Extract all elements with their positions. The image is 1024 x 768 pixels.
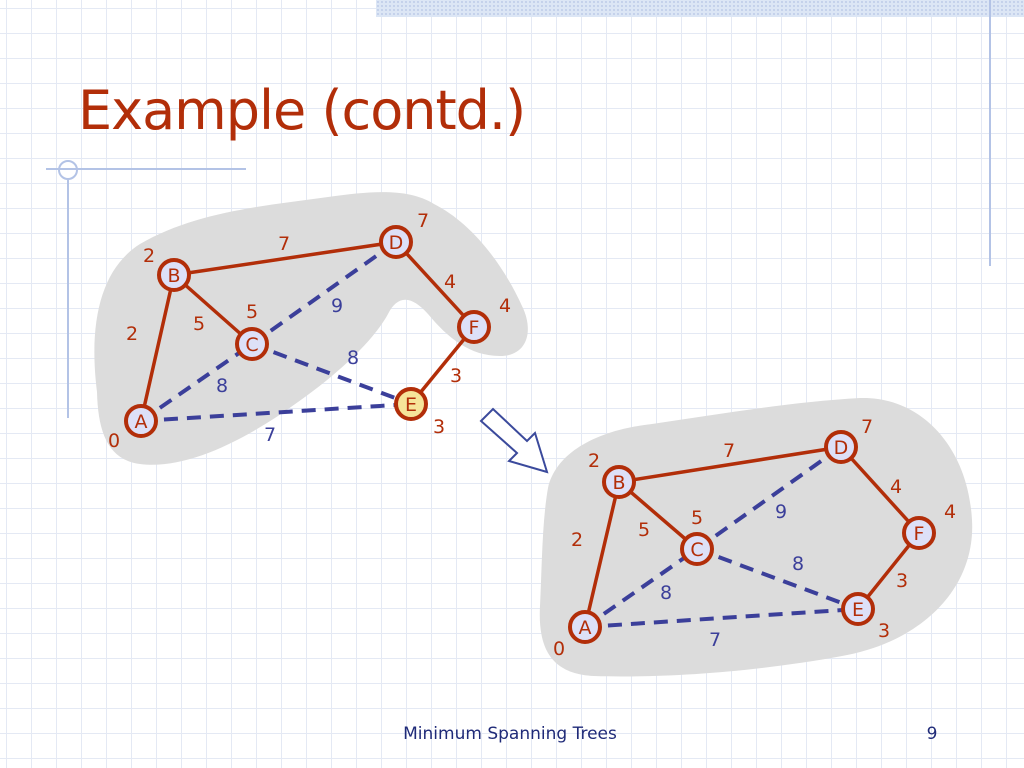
vertex-distance-after-a: 0 xyxy=(553,638,565,660)
vertex-circle xyxy=(680,532,714,566)
decorative-horizontal-line xyxy=(46,168,246,170)
vertex-before-a: A xyxy=(124,404,158,438)
edge-weight-after-f-e: 3 xyxy=(896,570,908,592)
vertex-label: E xyxy=(852,599,864,621)
vertex-circle xyxy=(457,310,491,344)
cloud-before xyxy=(94,192,528,465)
vertex-label: B xyxy=(167,265,180,287)
slide-title: Example (contd.) xyxy=(78,79,526,142)
graph-after: A B C D F E 2 5 7 4 3 9 8 8 7 0 2 5 7 4 3 xyxy=(553,416,956,660)
vertex-after-d: D xyxy=(824,430,858,464)
vertex-circle xyxy=(394,387,428,421)
edge-weight-before-a-e: 7 xyxy=(264,424,276,446)
edge-weight-after-d-f: 4 xyxy=(890,476,902,498)
vertex-distance-before-c: 5 xyxy=(246,301,258,323)
vertex-label: D xyxy=(389,232,404,254)
edge-after-d-f xyxy=(839,445,921,535)
edge-weight-after-a-b: 2 xyxy=(571,529,583,551)
vertex-label: B xyxy=(612,472,625,494)
edge-weight-before-f-e: 3 xyxy=(450,365,462,387)
edge-before-b-d xyxy=(173,240,397,277)
vertex-distance-after-f: 4 xyxy=(944,501,956,523)
edge-weight-after-b-d: 7 xyxy=(723,440,735,462)
vertex-circle xyxy=(157,258,191,292)
vertex-distance-after-b: 2 xyxy=(588,450,600,472)
decorative-vertical-line-right xyxy=(989,0,991,266)
footer-title: Minimum Spanning Trees xyxy=(403,724,617,744)
vertex-label: E xyxy=(405,394,417,416)
vertex-distance-before-f: 4 xyxy=(499,295,511,317)
edge-weight-after-a-e: 7 xyxy=(709,629,721,651)
edge-before-c-e xyxy=(251,342,412,406)
vertex-circle xyxy=(124,404,158,438)
edge-weight-before-a-b: 2 xyxy=(126,323,138,345)
edge-after-b-c xyxy=(617,480,699,551)
edge-after-a-b xyxy=(583,481,621,628)
page-number: 9 xyxy=(926,724,938,744)
decorative-vertical-line-left xyxy=(67,180,69,418)
vertex-distance-before-e: 3 xyxy=(433,416,445,438)
vertex-distance-after-d: 7 xyxy=(861,416,873,438)
graph-before: A B C D F E 2 5 7 4 3 9 8 8 7 0 2 5 7 4 3 xyxy=(108,210,511,452)
top-decorative-band xyxy=(376,0,1024,17)
vertex-circle xyxy=(568,610,602,644)
vertex-after-f: F xyxy=(902,516,936,550)
edge-weight-after-a-c: 8 xyxy=(660,582,672,604)
vertex-distance-after-e: 3 xyxy=(878,620,890,642)
vertex-circle xyxy=(841,592,875,626)
edge-before-b-c xyxy=(172,273,254,346)
edge-weight-before-b-d: 7 xyxy=(278,233,290,255)
edge-after-c-d xyxy=(695,445,843,551)
vertex-label: F xyxy=(469,317,480,339)
edge-weight-before-b-c: 5 xyxy=(193,313,205,335)
vertex-after-a: A xyxy=(568,610,602,644)
vertex-circle xyxy=(602,465,636,499)
vertex-after-b: B xyxy=(602,465,636,499)
vertex-label: D xyxy=(834,437,849,459)
vertex-distance-before-a: 0 xyxy=(108,430,120,452)
vertex-distance-before-d: 7 xyxy=(417,210,429,232)
vertex-circle xyxy=(824,430,858,464)
vertex-distance-before-b: 2 xyxy=(143,245,155,267)
edge-weight-before-c-e: 8 xyxy=(347,347,359,369)
edge-weight-before-c-d: 9 xyxy=(331,295,343,317)
vertex-circle xyxy=(379,225,413,259)
decorative-circle xyxy=(58,160,78,180)
edge-weight-after-c-d: 9 xyxy=(775,501,787,523)
vertex-label: C xyxy=(245,334,258,356)
vertex-before-d: D xyxy=(379,225,413,259)
edge-weight-after-c-e: 8 xyxy=(792,553,804,575)
edge-after-c-e xyxy=(696,547,859,611)
vertex-circle xyxy=(902,516,936,550)
vertex-label: F xyxy=(914,523,925,545)
edge-before-a-b xyxy=(139,274,176,422)
vertex-before-c: C xyxy=(235,327,269,361)
vertex-distance-after-c: 5 xyxy=(691,507,703,529)
edge-weight-after-b-c: 5 xyxy=(638,519,650,541)
vertex-circle xyxy=(235,327,269,361)
vertex-before-f: F xyxy=(457,310,491,344)
edge-before-d-f xyxy=(394,240,476,329)
vertex-before-b: B xyxy=(157,258,191,292)
vertex-before-e: E xyxy=(394,387,428,421)
vertex-label: C xyxy=(690,539,703,561)
vertex-after-c: C xyxy=(680,532,714,566)
vertex-label: A xyxy=(579,617,592,639)
vertex-after-e: E xyxy=(841,592,875,626)
vertex-label: A xyxy=(135,411,148,433)
edge-weight-before-a-c: 8 xyxy=(216,375,228,397)
edge-after-b-d xyxy=(618,445,842,484)
edge-weight-before-d-f: 4 xyxy=(444,271,456,293)
edge-before-c-d xyxy=(250,240,398,346)
transition-arrow xyxy=(479,407,549,474)
